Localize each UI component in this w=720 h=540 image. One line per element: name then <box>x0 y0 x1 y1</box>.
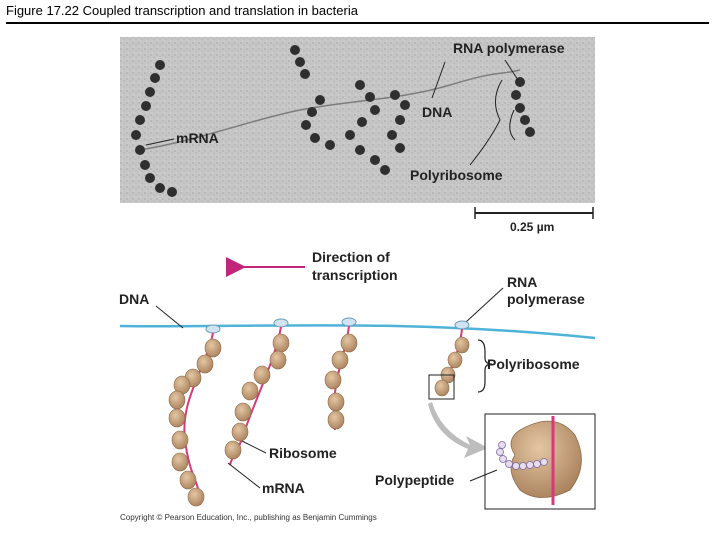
mrna-chain-1 <box>168 332 222 507</box>
label-polypeptide: Polypeptide <box>375 472 455 488</box>
micrograph-label-mrna: mRNA <box>176 130 219 146</box>
mrna-chain-3 <box>324 325 358 431</box>
rna-polymerase-2 <box>273 318 289 328</box>
micrograph-label-dna: DNA <box>422 104 452 120</box>
polypeptide-chain <box>496 441 548 470</box>
label-rna-1: RNA <box>507 274 537 290</box>
label-direction-2: transcription <box>312 267 398 283</box>
copyright-notice: Copyright © Pearson Education, Inc., pub… <box>120 513 377 522</box>
polyribosome-bracket <box>477 339 493 393</box>
zoom-box <box>428 374 455 400</box>
micrograph-dna-strand <box>139 69 521 151</box>
rna-polymerase-1 <box>205 324 221 334</box>
schematic-diagram: Direction of transcription DNA RNA polym… <box>119 249 596 510</box>
scale-bar-label: 0.25 µm <box>510 220 554 234</box>
rna-polymerase-4 <box>454 320 470 330</box>
title-rule <box>6 22 709 24</box>
label-polyribosome: Polyribosome <box>487 356 580 372</box>
zoom-arrow <box>428 402 488 458</box>
mrna-chain-2 <box>224 326 290 466</box>
label-mrna: mRNA <box>262 480 305 496</box>
rna-polymerases <box>205 317 470 334</box>
dna-strand <box>119 323 596 340</box>
figure-title: Figure 17.22 Coupled transcription and t… <box>6 3 358 18</box>
rna-polymerase-leader <box>465 287 504 323</box>
electron-micrograph: RNA polymerase DNA mRNA Polyribosome <box>120 37 595 203</box>
scale-bar: 0.25 µm <box>474 207 594 234</box>
inset-ribosome-detail <box>484 413 596 510</box>
rna-polymerase-3 <box>341 317 357 327</box>
micrograph-label-rna-polymerase: RNA polymerase <box>453 40 565 56</box>
ribosome-leader <box>241 440 267 454</box>
micrograph-leader-lines <box>145 59 519 166</box>
polypeptide-leader <box>469 469 498 482</box>
dna-leader <box>155 305 184 329</box>
micrograph-polyribosomes <box>131 45 535 197</box>
mrna-leader <box>227 462 261 489</box>
label-dna: DNA <box>119 291 149 307</box>
label-ribosome: Ribosome <box>269 445 337 461</box>
label-rna-2: polymerase <box>507 291 585 307</box>
micrograph-label-polyribosome: Polyribosome <box>410 167 503 183</box>
label-direction-1: Direction of <box>312 249 390 265</box>
mrna-chain-4 <box>434 328 470 397</box>
